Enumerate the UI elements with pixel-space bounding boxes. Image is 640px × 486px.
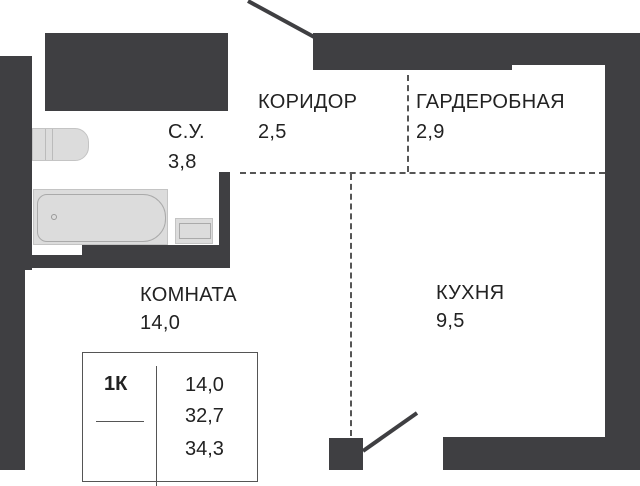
room-label-wardrobe: ГАРДЕРОБНАЯ 2,9 xyxy=(416,90,565,144)
wall-top-left xyxy=(45,33,228,111)
zone-border-wardrobe xyxy=(407,75,409,172)
room-label-corridor: КОРИДОР 2,5 xyxy=(258,90,357,144)
room-label-kitchen: КУХНЯ 9,5 xyxy=(436,281,504,333)
total-with-balcony: 34,3 xyxy=(185,438,224,460)
room-area: 3,8 xyxy=(168,151,197,173)
wall-bathroom-bottom xyxy=(25,255,230,268)
summary-divider xyxy=(156,366,157,486)
apartment-type: 1К xyxy=(104,373,128,395)
wall-right xyxy=(605,60,640,470)
room-label-room: КОМНАТА 14,0 xyxy=(140,283,237,335)
room-name: С.У. xyxy=(168,121,205,143)
living-area: 14,0 xyxy=(185,374,224,396)
room-label-bathroom: С.У. 3,8 xyxy=(168,120,205,174)
room-name: КОРИДОР xyxy=(258,91,358,113)
room-area: 2,9 xyxy=(416,121,445,143)
total-area: 32,7 xyxy=(185,405,224,427)
wall-left-lower xyxy=(0,260,25,470)
wall-bathroom-bottom-b xyxy=(82,245,230,257)
wall-bottom-right xyxy=(443,437,640,470)
room-area: 14,0 xyxy=(140,312,181,334)
type-underline xyxy=(96,421,144,422)
zone-border-horizontal xyxy=(240,172,605,174)
bathtub-icon xyxy=(33,189,168,245)
room-area: 2,5 xyxy=(258,121,287,143)
toilet-icon xyxy=(32,128,89,161)
door-swing-lines xyxy=(247,0,419,453)
wall-top xyxy=(313,33,640,65)
entrance-door-leaf xyxy=(247,0,317,40)
room-name: КУХНЯ xyxy=(436,282,505,304)
sink-icon xyxy=(175,218,213,244)
zone-border-kitchen xyxy=(350,174,352,436)
room-name: ГАРДЕРОБНАЯ xyxy=(416,91,565,113)
room-area: 9,5 xyxy=(436,310,465,332)
door-post-bottom xyxy=(329,438,363,470)
wall-bathroom-right xyxy=(219,172,230,268)
wall-top-b xyxy=(313,60,512,70)
summary-box: 1К 14,0 32,7 34,3 xyxy=(82,352,258,486)
wall-left xyxy=(0,56,32,270)
balcony-door-leaf xyxy=(361,411,419,453)
room-name: КОМНАТА xyxy=(140,284,237,306)
